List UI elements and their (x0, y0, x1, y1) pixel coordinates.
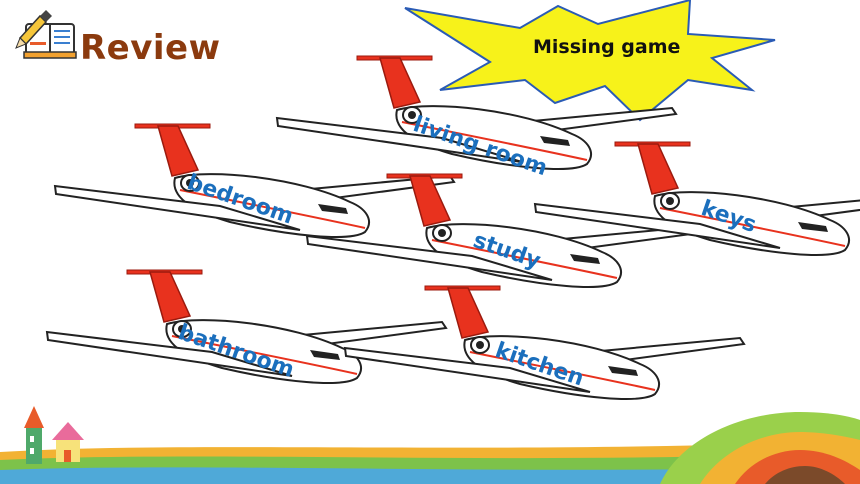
house-icon (52, 422, 84, 462)
missing-game-label: Missing game (533, 36, 681, 58)
plane-kitchen (344, 285, 745, 400)
missing-game-badge (404, 0, 776, 122)
ground-decoration (0, 412, 860, 484)
pencil-icon (15, 10, 52, 49)
tower-icon (24, 406, 44, 464)
page-title: Review (80, 28, 221, 68)
